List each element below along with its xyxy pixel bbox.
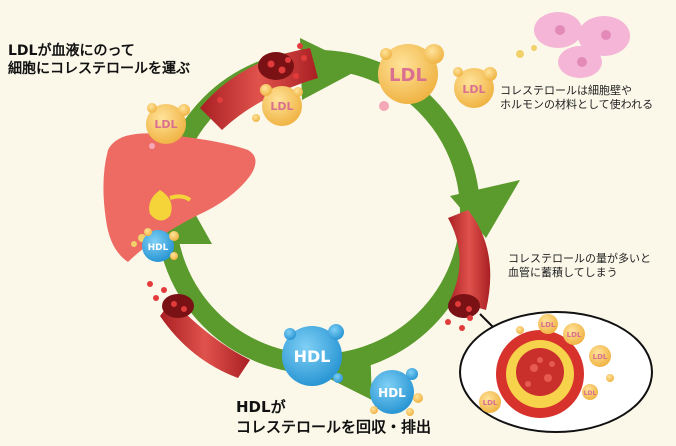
label-hdl-recovery-line2: コレステロールを回収・排出 (236, 417, 432, 436)
ldl-label-right-small: LDL (462, 83, 485, 96)
cycle-arrowhead-top (300, 38, 362, 100)
label-ldl-transport-line2: 細胞にコレステロールを運ぶ (8, 61, 190, 78)
plaque-ldl-5: LDL (584, 390, 597, 397)
hdl-particle-large: HDL (282, 324, 344, 386)
label-accumulation-line2: 血管に蓄積してしまう (508, 266, 618, 280)
hdl-label-liver: HDL (148, 243, 169, 253)
plaque-ldl-1: LDL (541, 321, 556, 329)
blood-vessel-right (445, 210, 491, 331)
ldl-label-liver: LDL (154, 118, 177, 131)
ldl-label-large: LDL (389, 65, 427, 86)
ldl-particle-large: LDL (378, 44, 444, 111)
label-accumulation: コレステロールの量が多いと 血管に蓄積してしまう (508, 252, 651, 281)
cycle-arrowhead-right (450, 180, 520, 238)
gallbladder (149, 190, 172, 221)
hdl-label-large: HDL (294, 347, 331, 366)
label-ldl-transport-line1: LDLが血液にのって (8, 43, 135, 59)
plaque-ldl-4: LDL (483, 399, 498, 407)
blood-vessel-top (200, 43, 318, 130)
hdl-particle-liver: HDL (142, 228, 179, 262)
label-hdl-recovery-line1: HDLが (236, 398, 286, 416)
hdl-label-small: HDL (378, 386, 406, 400)
body-cells (516, 12, 630, 78)
plaque-ldl-3: LDL (593, 353, 608, 361)
label-hdl-recovery: HDLが コレステロールを回収・排出 (236, 398, 431, 437)
label-cholesterol-use-line2: ホルモンの材料として使われる (500, 98, 654, 112)
cycle-arrowhead-bottom (316, 344, 372, 400)
blood-vessel-bottom-left (147, 281, 250, 378)
hdl-particle-small: HDL (370, 368, 423, 416)
liver (103, 133, 256, 262)
label-cholesterol-use-line1: コレステロールは細胞壁や (500, 84, 632, 97)
ldl-label-top-vessel: LDL (270, 100, 293, 113)
label-accumulation-line1: コレステロールの量が多いと (508, 252, 651, 265)
ldl-particle-top-vessel: LDL (252, 84, 303, 126)
label-cholesterol-use: コレステロールは細胞壁や ホルモンの材料として使われる (500, 84, 653, 113)
plaque-ldl-2: LDL (567, 331, 582, 339)
ldl-particle-liver: LDL (146, 103, 190, 149)
plaque-zoom-callout: LDL LDL LDL LDL LDL (459, 311, 653, 433)
ldl-particle-right-small: LDL (453, 67, 497, 108)
label-ldl-transport: LDLが血液にのって 細胞にコレステロールを運ぶ (8, 42, 190, 78)
